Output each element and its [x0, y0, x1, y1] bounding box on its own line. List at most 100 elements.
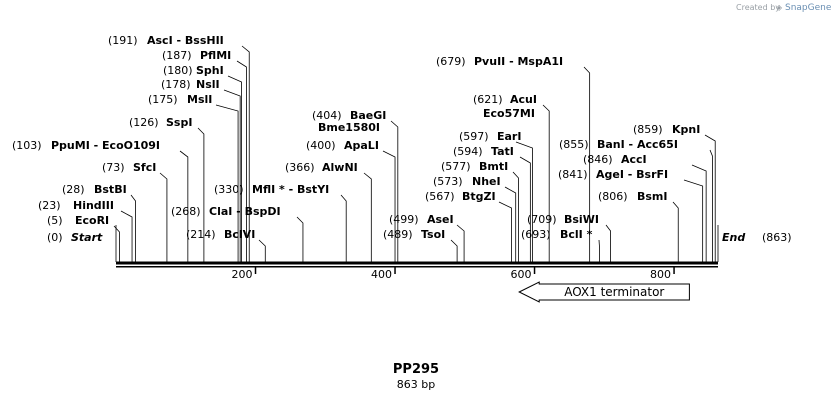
site-line: [709, 149, 713, 262]
site-position: (5): [47, 214, 63, 227]
restriction-site[interactable]: (178)NslI: [161, 78, 220, 91]
site-labels: (5)EcoRI (23)HindIII (28) BstBI (73)SfcI (103…: [12, 34, 700, 241]
site-position: (404): [312, 109, 342, 122]
site-position: (73): [102, 161, 125, 174]
site-position: (594): [453, 145, 483, 158]
site-line: [215, 104, 239, 262]
site-line: [498, 201, 512, 262]
feature-aox1-terminator[interactable]: AOX1 terminator: [518, 281, 690, 303]
restriction-site[interactable]: (859) KpnI: [633, 123, 700, 136]
site-line: [197, 127, 205, 262]
site-position: (489): [383, 228, 413, 241]
site-position: (268): [171, 205, 201, 218]
restriction-site[interactable]: (693)BclI *: [521, 228, 593, 241]
site-lines: [113, 45, 716, 262]
site-position: (597): [459, 130, 489, 143]
site-enzyme-name: BtgZI: [462, 190, 496, 203]
site-line: [236, 60, 247, 262]
restriction-site[interactable]: (573)NheI: [433, 175, 501, 188]
restriction-site[interactable]: (191) AscI - BssHII: [108, 34, 224, 47]
site-position: (330): [214, 183, 244, 196]
restriction-site[interactable]: (103) PpuMI - EcoO109I: [12, 139, 160, 152]
restriction-site[interactable]: (5)EcoRI: [47, 214, 109, 227]
site-line: [704, 134, 716, 262]
site-line: [382, 150, 396, 262]
credit-brand: SnapGene: [785, 3, 832, 13]
restriction-site[interactable]: (180)SphI: [163, 64, 224, 77]
restriction-site[interactable]: (489)TsoI: [383, 228, 445, 241]
restriction-site[interactable]: (621)AcuI: [473, 93, 537, 106]
restriction-site[interactable]: (679)PvuII - MspA1I: [436, 55, 563, 68]
site-position: (709): [527, 213, 557, 226]
site-enzyme-name: BclVI: [224, 228, 255, 241]
site-position: (103): [12, 139, 42, 152]
site-line: [120, 210, 133, 262]
restriction-site[interactable]: (597) EarI: [459, 130, 521, 143]
restriction-site[interactable]: (855) BanI - Acc65I: [559, 138, 678, 151]
restriction-site[interactable]: (366)AlwNI: [285, 161, 358, 174]
site-enzyme-name: BmtI: [479, 160, 508, 173]
site-line: [241, 45, 250, 262]
site-enzyme-name: PpuMI - EcoO109I: [51, 139, 160, 152]
site-enzyme-name: NheI: [472, 175, 501, 188]
site-line: [504, 186, 517, 262]
site-line: [672, 201, 679, 262]
site-position: (621): [473, 93, 503, 106]
restriction-site[interactable]: (499)AseI: [389, 213, 454, 226]
feature-label: AOX1 terminator: [564, 285, 664, 299]
site-line: [450, 239, 458, 262]
restriction-site[interactable]: (73)SfcI: [102, 161, 156, 174]
site-line: [258, 239, 266, 262]
restriction-site[interactable]: (28) BstBI: [62, 183, 127, 196]
site-position: (693): [521, 228, 551, 241]
restriction-site[interactable]: (709)BsiWI: [527, 213, 599, 226]
restriction-site[interactable]: Eco57MI: [483, 107, 535, 120]
site-line: [519, 156, 531, 262]
restriction-site[interactable]: (841)AgeI - BsrFI: [558, 168, 668, 181]
ruler-tick-label: 800: [650, 268, 671, 281]
site-enzyme-name: AscI - BssHII: [147, 34, 224, 47]
site-line: [363, 172, 372, 262]
restriction-site[interactable]: (846)AccI: [583, 153, 647, 166]
site-position: (28): [62, 183, 85, 196]
restriction-site[interactable]: (268)ClaI - BspDI: [171, 205, 281, 218]
sequence-backbone: [116, 261, 718, 268]
site-line: [227, 75, 242, 262]
site-line: [179, 150, 189, 262]
restriction-site[interactable]: (806)BsmI: [598, 190, 668, 203]
restriction-site[interactable]: (330) MflI * - BstYI: [214, 183, 329, 196]
site-line: [340, 194, 347, 262]
restriction-site[interactable]: (187)PflMI: [162, 49, 231, 62]
restriction-site[interactable]: Bme1580I: [318, 121, 380, 134]
site-enzyme-name: BanI - Acc65I: [597, 138, 678, 151]
site-position: (577): [441, 160, 471, 173]
restriction-site[interactable]: (126)SspI: [129, 116, 192, 129]
site-enzyme-name: KpnI: [672, 123, 700, 136]
site-enzyme-name: MflI * - BstYI: [252, 183, 329, 196]
restriction-site[interactable]: (594)TatI: [453, 145, 514, 158]
site-enzyme-name: MslI: [187, 93, 212, 106]
site-position: (400): [306, 139, 336, 152]
plasmid-length: 863 bp: [397, 378, 435, 391]
restriction-site[interactable]: (175)MslI: [148, 93, 212, 106]
restriction-site[interactable]: (400)ApaLI: [306, 139, 379, 152]
restriction-site[interactable]: (23)HindIII: [38, 199, 114, 212]
site-position: (859): [633, 123, 663, 136]
restriction-site[interactable]: (404)BaeGI: [312, 109, 386, 122]
restriction-site[interactable]: (577) BmtI: [441, 160, 508, 173]
site-position: (191): [108, 34, 138, 47]
site-enzyme-name: BsmI: [637, 190, 668, 203]
site-enzyme-name: BstBI: [94, 183, 127, 196]
restriction-site[interactable]: (567)BtgZI: [425, 190, 496, 203]
site-enzyme-name: PflMI: [200, 49, 231, 62]
ruler-tick-label: 600: [511, 268, 532, 281]
end-position: (863): [762, 231, 792, 244]
site-enzyme-name: AgeI - BsrFI: [596, 168, 668, 181]
site-enzyme-name: EarI: [497, 130, 521, 143]
site-position: (855): [559, 138, 589, 151]
backbone-top-line: [116, 261, 718, 265]
plasmid-name: PP295: [393, 362, 439, 377]
restriction-site[interactable]: (214)BclVI: [186, 228, 255, 241]
